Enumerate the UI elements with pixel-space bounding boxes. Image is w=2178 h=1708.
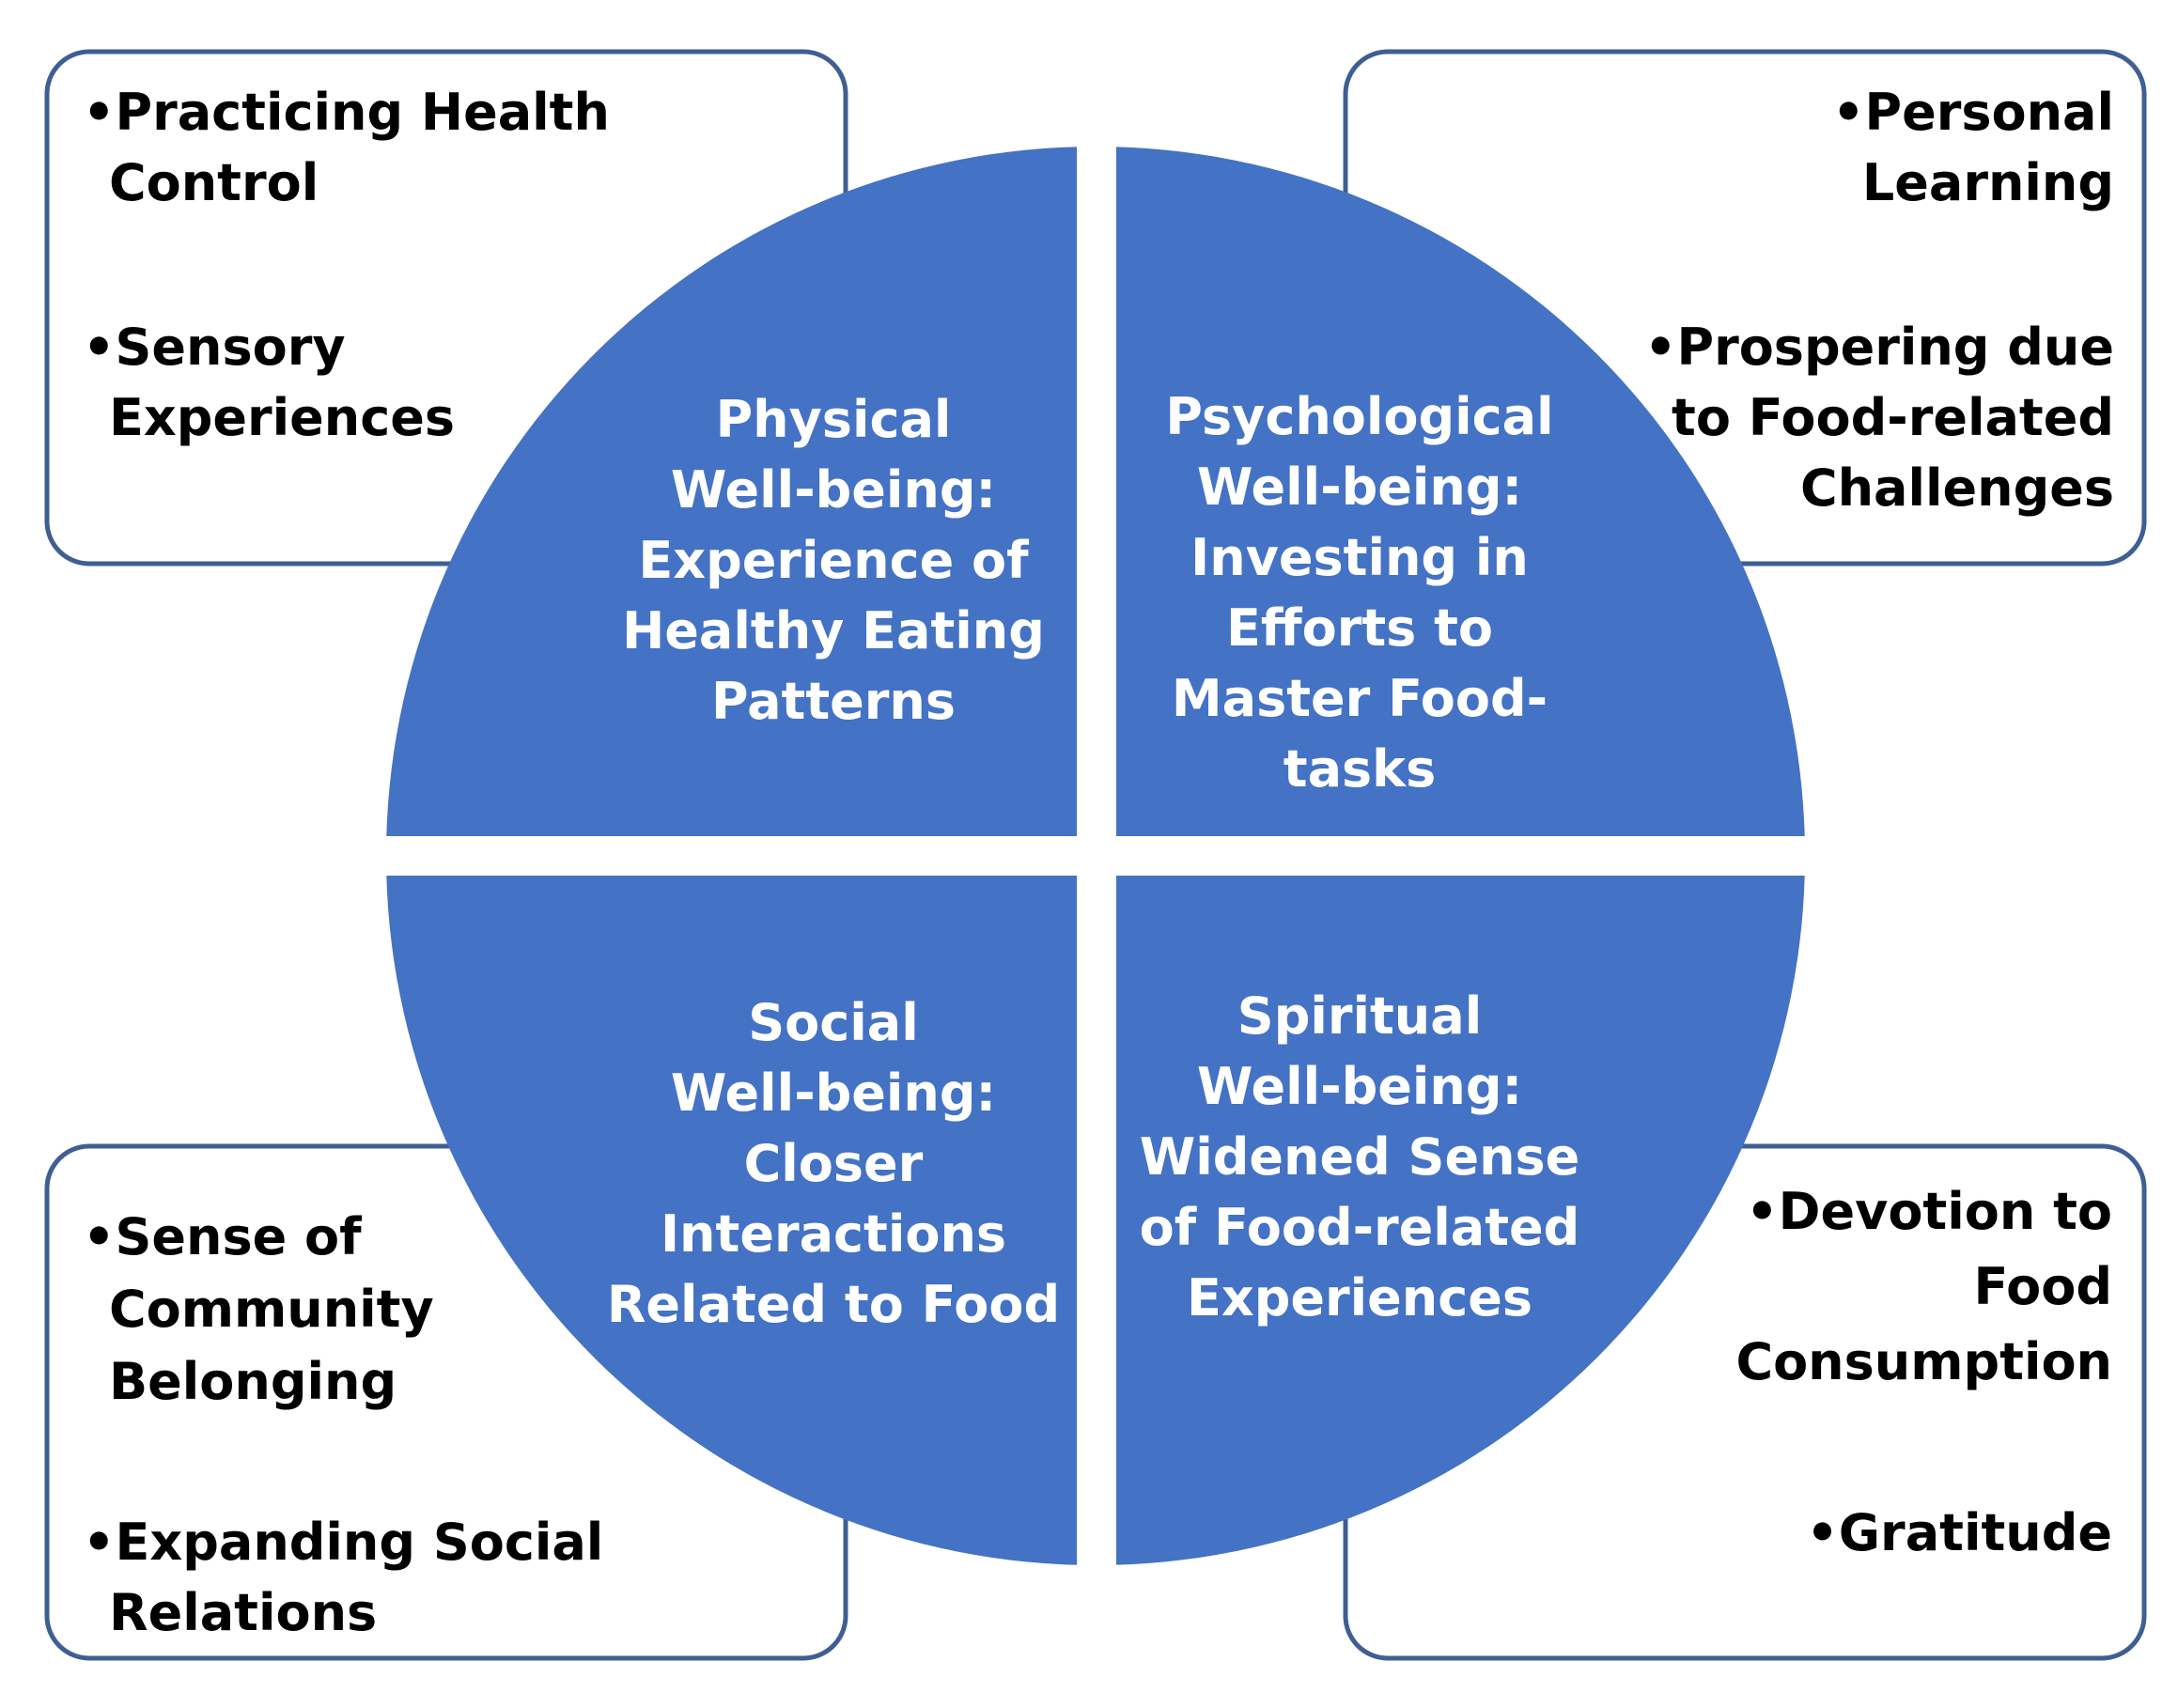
text-line: Relations bbox=[109, 1583, 377, 1642]
text-line: Experience of bbox=[638, 531, 1029, 590]
text-line: •Gratitude bbox=[1806, 1503, 2112, 1562]
text-line: Interactions bbox=[661, 1204, 1006, 1264]
text-line: •Expanding Social bbox=[83, 1513, 603, 1572]
text-line: •Devotion to bbox=[1746, 1182, 2112, 1241]
text-line: Widened Sense bbox=[1140, 1127, 1580, 1187]
text-line: •Practicing Health bbox=[83, 83, 610, 142]
text-line: •Prospering due bbox=[1644, 318, 2114, 377]
text-line: Experiences bbox=[109, 388, 455, 447]
text-line: Belonging bbox=[109, 1352, 397, 1411]
text-line: Efforts to bbox=[1226, 598, 1493, 658]
text-line: Challenges bbox=[1800, 458, 2114, 518]
text-line: Social bbox=[748, 993, 918, 1052]
text-line: Investing in bbox=[1190, 528, 1529, 587]
text-line: Community bbox=[109, 1280, 434, 1339]
text-line: Well-being: bbox=[1197, 1057, 1522, 1116]
text-line: Master Food- bbox=[1172, 669, 1548, 728]
text-line: Healthy Eating bbox=[622, 601, 1045, 660]
text-line: Consumption bbox=[1735, 1332, 2112, 1391]
text-line: tasks bbox=[1283, 739, 1436, 799]
text-line: Psychological bbox=[1165, 387, 1553, 446]
text-line: Food bbox=[1973, 1257, 2112, 1316]
text-line: Learning bbox=[1862, 153, 2114, 212]
text-line: Control bbox=[109, 153, 319, 212]
text-line: Experiences bbox=[1187, 1268, 1532, 1328]
text-line: •Sense of bbox=[83, 1207, 362, 1266]
text-line: of Food-related bbox=[1140, 1198, 1580, 1257]
text-line: Closer bbox=[744, 1134, 924, 1193]
text-line: •Sensory bbox=[83, 318, 346, 377]
text-line: Patterns bbox=[711, 672, 956, 731]
text-line: •Personal bbox=[1832, 83, 2114, 142]
text-line: Well-being: bbox=[1197, 458, 1522, 517]
horizontal-divider bbox=[371, 836, 1823, 876]
spiritual-bullet-2: •Gratitude bbox=[1806, 1503, 2112, 1562]
text-line: Spiritual bbox=[1237, 986, 1482, 1046]
text-line: to Food-related bbox=[1672, 388, 2114, 447]
text-line: Related to Food bbox=[607, 1275, 1060, 1334]
text-line: Well-being: bbox=[671, 1064, 996, 1123]
text-line: Well-being: bbox=[671, 460, 996, 520]
text-line: Physical bbox=[716, 390, 952, 449]
